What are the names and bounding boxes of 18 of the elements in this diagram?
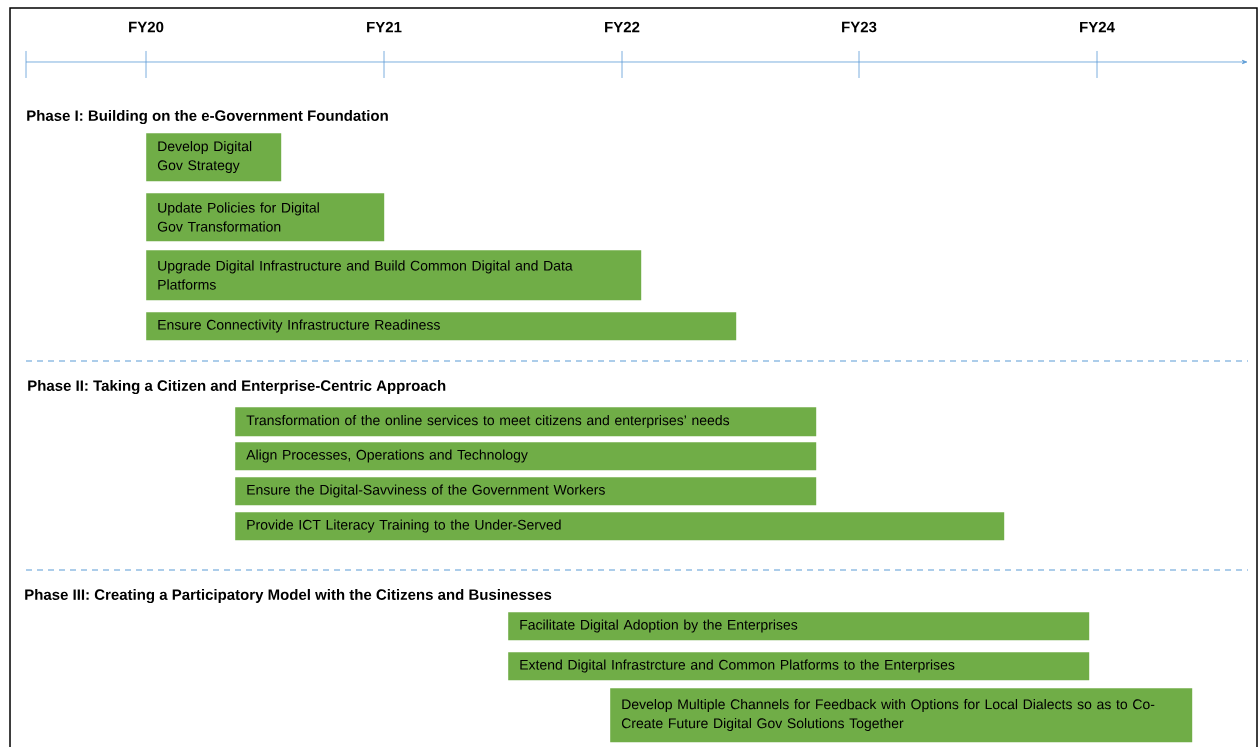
task-bar: Develop Multiple Channels for Feedback with Options for Local Dialects so as to Co-Create Future Digital Gov Solutions Together [610, 688, 1193, 743]
year-label: FY22 [605, 21, 640, 33]
year-label: FY24 [1080, 21, 1115, 33]
task-bar: Develop Digital Gov Strategy [146, 133, 282, 182]
task-bar: Provide ICT Literacy Training to the Under-Served [235, 512, 1005, 541]
task-bar: Transformation of the online services to meet citizens and enterprises’ needs [235, 407, 817, 437]
year-label: FY20 [129, 21, 164, 33]
task-bar: Ensure the Digital-Savviness of the Government Workers [235, 477, 817, 506]
task-bar: Update Policies for Digital Gov Transformation [146, 193, 385, 242]
phase-heading: Phase III: Creating a Participatory Model with the Citizens and Businesses [25, 588, 552, 603]
task-bar: Ensure Connectivity Infrastructure Readiness [146, 312, 737, 341]
year-label: FY21 [367, 21, 402, 33]
task-bar: Facilitate Digital Adoption by the Enterprises [508, 612, 1090, 641]
phase-heading: Phase II: Taking a Citizen and Enterprise-Centric Approach [28, 379, 446, 394]
task-bar: Upgrade Digital Infrastructure and Build Common Digital and Data Platforms [146, 250, 642, 301]
year-label: FY23 [842, 21, 877, 33]
task-bar: Extend Digital Infrastrcture and Common Platforms to the Enterprises [508, 652, 1090, 681]
task-bar: Align Processes, Operations and Technology [235, 442, 817, 471]
